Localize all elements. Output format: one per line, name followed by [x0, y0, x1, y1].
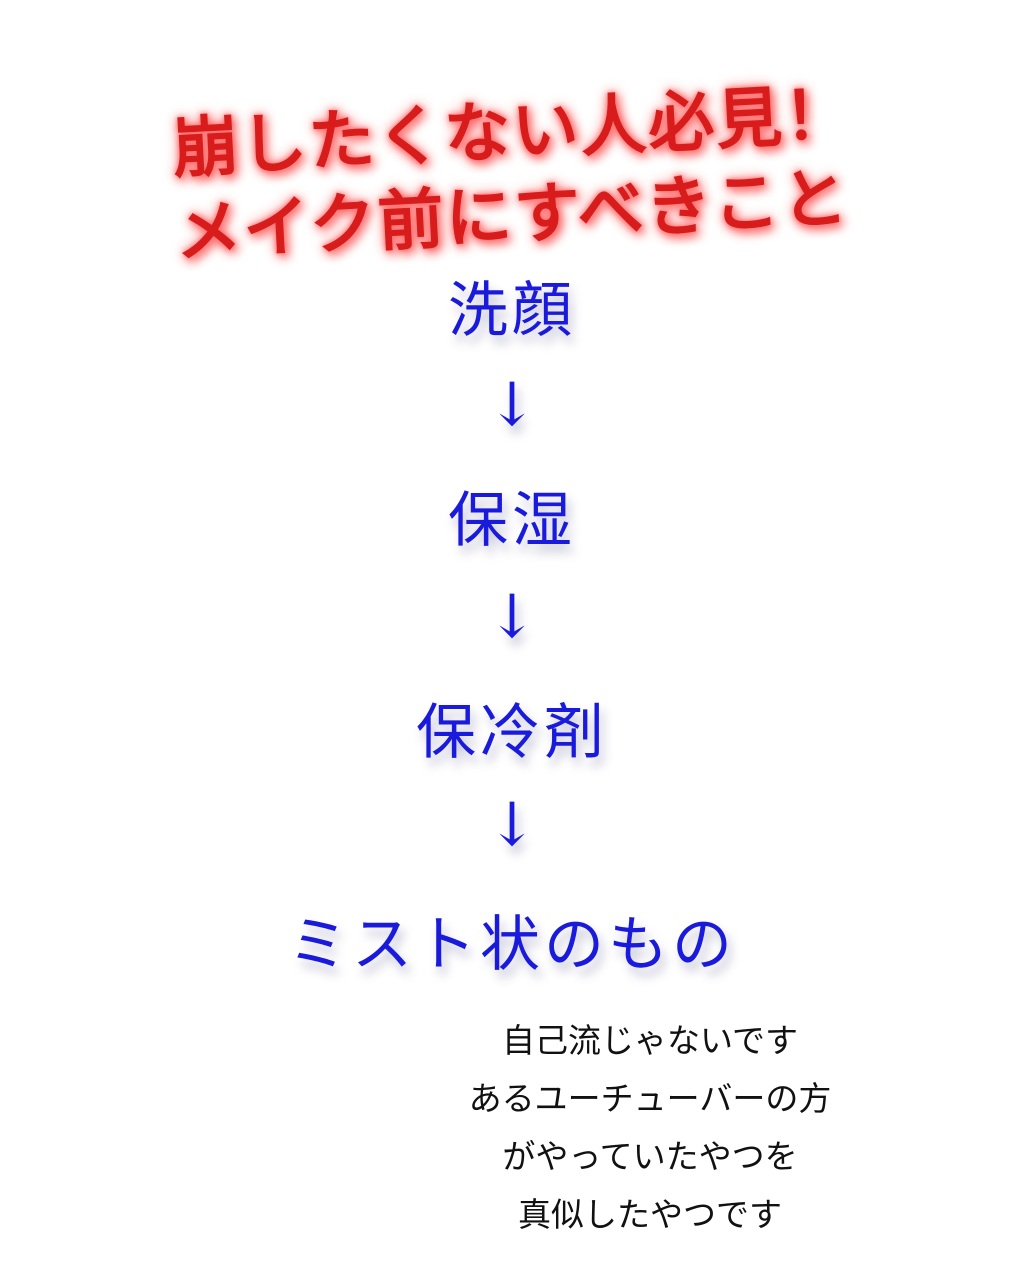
note-line: 真似したやつです	[518, 1195, 782, 1234]
step-ice-pack: 保冷剤	[416, 698, 608, 768]
step-mist: ミスト状のもの	[288, 910, 736, 980]
note-line: がやっていたやつを	[502, 1137, 798, 1176]
arrow-down-icon: ↓	[486, 370, 538, 440]
note: 自己流じゃないです あるユーチューバーの方 がやっていたやつを 真似したやつです	[450, 1012, 850, 1244]
arrow-down-icon: ↓	[486, 790, 538, 860]
note-line: あるユーチューバーの方	[468, 1079, 832, 1118]
arrow-down-icon: ↓	[486, 582, 538, 652]
step-face-wash: 洗顔	[448, 276, 576, 346]
step-moisturize: 保湿	[448, 486, 576, 556]
note-line: 自己流じゃないです	[501, 1021, 798, 1060]
